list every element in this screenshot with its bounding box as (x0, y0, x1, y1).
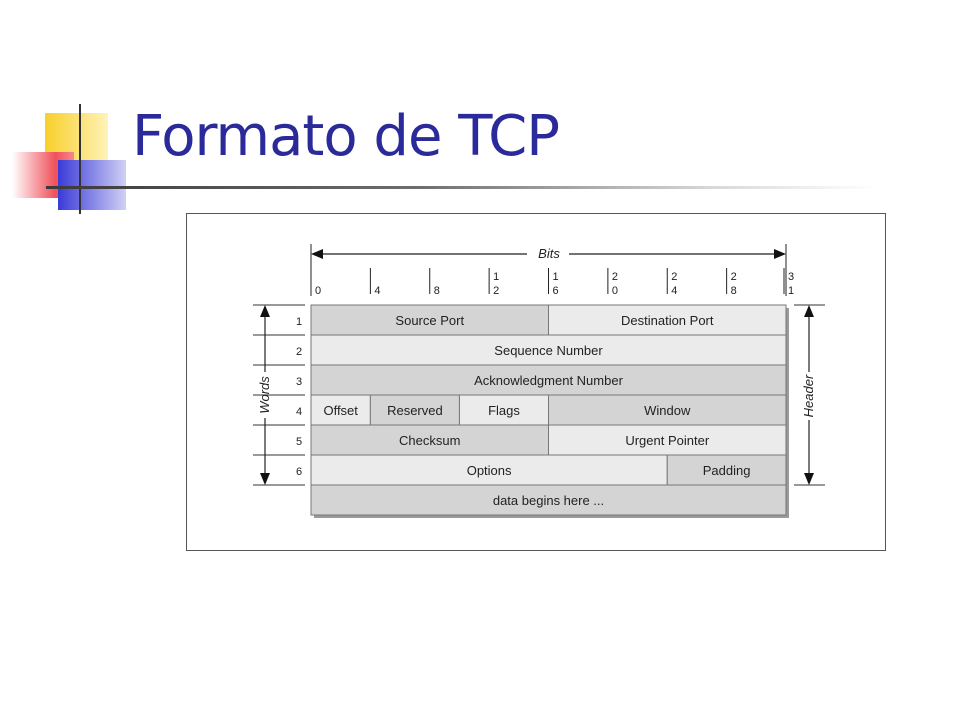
bit-tick-bottom-digit: 8 (434, 285, 440, 297)
header-arrow-head-bottom (804, 473, 814, 485)
field-label: data begins here ... (493, 493, 604, 508)
field-cell (548, 394, 787, 426)
word-number: 3 (296, 376, 302, 388)
field-label: Reserved (387, 403, 443, 418)
header-arrow-head-top (804, 305, 814, 317)
word-number: 5 (296, 436, 302, 448)
field-cell (310, 484, 787, 516)
bit-tick-bottom-digit: 1 (788, 285, 794, 297)
field-label: Window (644, 403, 691, 418)
field-label: Flags (488, 403, 520, 418)
logo-vertical-line (79, 104, 81, 214)
field-cell (310, 364, 787, 396)
bits-arrow-head-right (774, 249, 786, 259)
slide-logo-icon (12, 104, 126, 214)
field-cell (666, 454, 787, 486)
bit-tick-bottom-digit: 0 (315, 285, 321, 297)
word-number: 1 (296, 316, 302, 328)
words-arrow-head-bottom (260, 473, 270, 485)
header-label: Header (801, 374, 816, 417)
field-label: Options (467, 463, 512, 478)
field-label: Offset (323, 403, 358, 418)
field-label: Checksum (399, 433, 460, 448)
bit-tick-bottom-digit: 2 (493, 285, 499, 297)
words-label: Words (257, 376, 272, 414)
title-underline (46, 186, 880, 189)
bit-tick-top-digit: 2 (731, 271, 737, 283)
field-label: Urgent Pointer (625, 433, 709, 448)
bits-arrow-head-left (311, 249, 323, 259)
word-number: 4 (296, 406, 302, 418)
bit-tick-top-digit: 1 (493, 271, 499, 283)
words-arrow-head-top (260, 305, 270, 317)
word-number: 6 (296, 466, 302, 478)
page-title: Formato de TCP (132, 104, 560, 169)
word-number: 2 (296, 346, 302, 358)
bits-label: Bits (538, 246, 560, 261)
field-cell (310, 394, 371, 426)
field-label: Destination Port (621, 313, 714, 328)
logo-blue-square (58, 160, 126, 210)
bit-tick-top-digit: 3 (788, 271, 794, 283)
field-cell (548, 424, 787, 456)
field-label: Padding (703, 463, 751, 478)
bit-tick-top-digit: 2 (612, 271, 618, 283)
field-label: Source Port (395, 313, 464, 328)
bit-tick-top-digit: 1 (553, 271, 559, 283)
bit-tick-top-digit: 2 (671, 271, 677, 283)
bit-tick-bottom-digit: 6 (553, 285, 559, 297)
bit-tick-bottom-digit: 4 (374, 285, 380, 297)
field-label: Sequence Number (494, 343, 603, 358)
bit-tick-bottom-digit: 8 (731, 285, 737, 297)
bit-tick-bottom-digit: 0 (612, 285, 618, 297)
field-label: Acknowledgment Number (474, 373, 624, 388)
bit-tick-bottom-digit: 4 (671, 285, 677, 297)
